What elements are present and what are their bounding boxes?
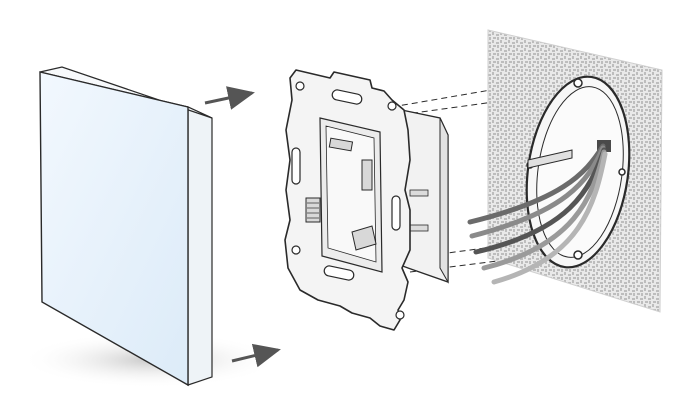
insert-clip-top [328,137,354,152]
frame-hole [395,310,405,320]
wire [481,149,607,271]
frame-slot-left [291,147,301,185]
insert-module-side [439,117,449,284]
wire [469,145,606,239]
cover-face [39,71,189,387]
spring-terminal-body [305,197,321,223]
frame-slot-bottom [323,265,355,281]
frame-slot-right [391,195,401,231]
insert-clip-right [361,159,373,191]
terminal-lower [409,224,429,232]
cover-side-edge [187,106,213,386]
terminal-upper [409,189,429,197]
frame-slot-top [331,89,363,105]
box-screw-bottom [573,250,583,260]
mounting-frame [284,69,449,331]
switch-cover-panel [39,66,213,387]
frame-hole [291,245,301,255]
frame-hole [387,101,397,111]
box-post [527,149,573,169]
wire [491,151,608,285]
insert-latch [351,225,377,251]
wires [467,143,608,285]
wire [467,143,606,225]
arrow-right-icon [231,343,281,368]
arrow-right-icon [204,86,255,110]
frame-hole [295,81,305,91]
box-screw-top [573,78,583,88]
spring-terminal [305,197,321,223]
box-screw-right [618,168,626,176]
